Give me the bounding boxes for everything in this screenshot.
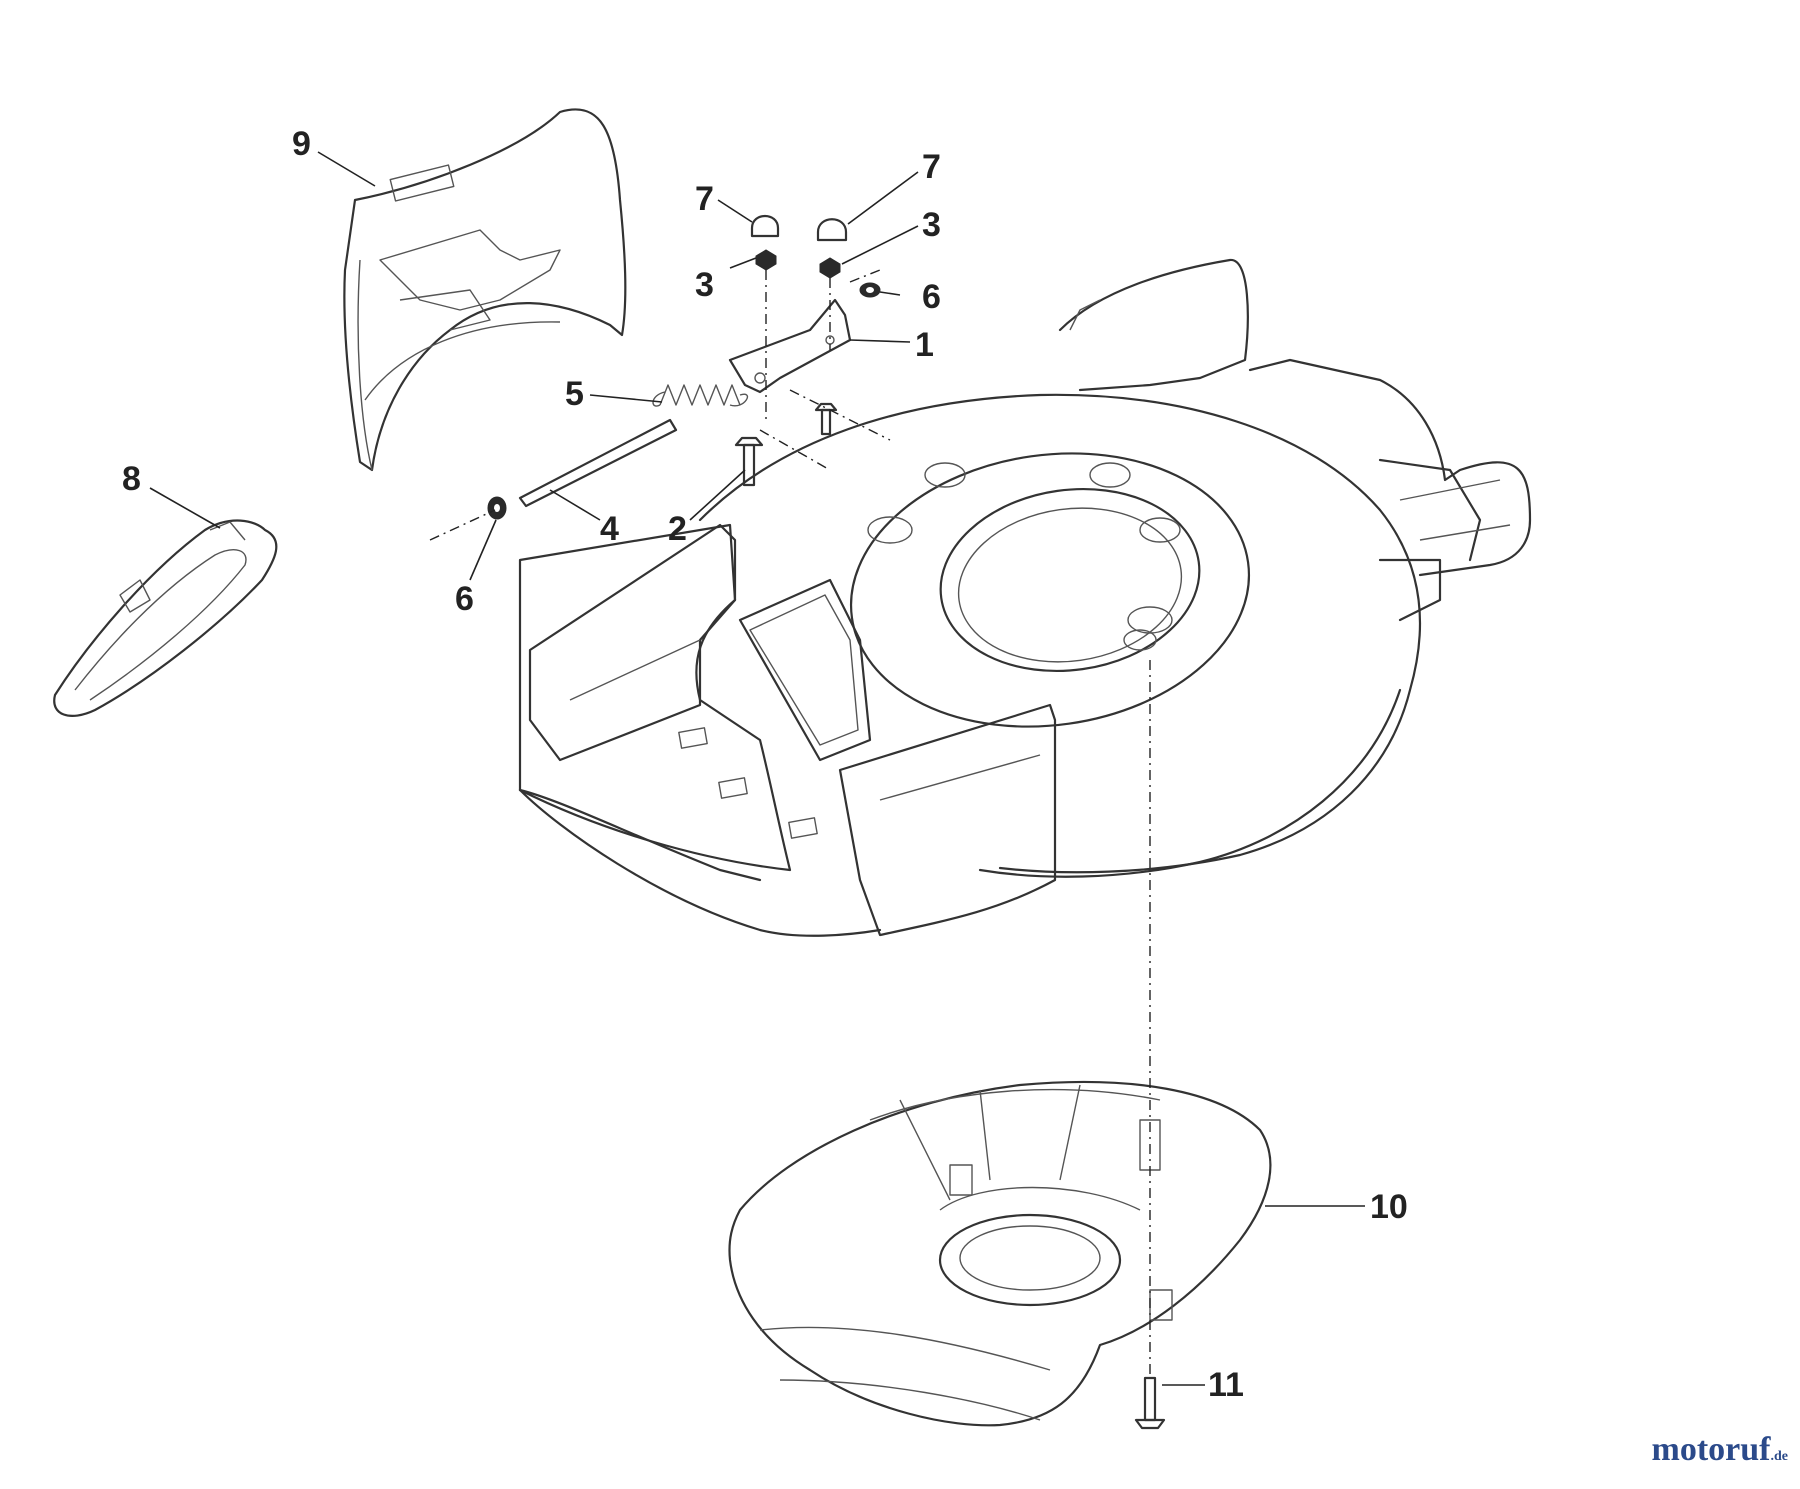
callout-7-left: 7 — [695, 180, 714, 218]
part-rod — [518, 418, 678, 508]
callout-3-left: 3 — [695, 266, 714, 304]
callout-10: 10 — [1370, 1188, 1408, 1226]
callout-1: 1 — [915, 326, 934, 364]
callout-7-right: 7 — [922, 148, 941, 186]
part-nut-left — [755, 249, 777, 271]
part-nut-right — [819, 257, 841, 279]
part-bolt-baffle — [1134, 1376, 1166, 1430]
part-mower-deck — [518, 258, 1532, 937]
watermark-main: motoruf — [1651, 1431, 1771, 1468]
callout-8: 8 — [122, 460, 141, 498]
part-cap-nut-right — [816, 218, 848, 242]
callout-5: 5 — [565, 375, 584, 413]
part-cap-nut-left — [750, 214, 780, 238]
callouts: 9 7 7 3 3 6 1 5 8 4 2 6 10 11 — [122, 125, 1408, 1404]
part-lever-bracket — [728, 298, 852, 394]
callout-6-top: 6 — [922, 278, 941, 316]
part-handle-grip — [53, 519, 278, 717]
callout-9: 9 — [292, 125, 311, 163]
part-spring — [652, 384, 749, 407]
part-bolt-small — [814, 402, 838, 436]
part-washer-top — [859, 282, 881, 298]
watermark-tld: .de — [1770, 1449, 1789, 1464]
callout-11: 11 — [1208, 1366, 1244, 1404]
brand-watermark: motoruf.de — [1652, 1431, 1788, 1469]
part-rear-cover — [343, 108, 627, 472]
part-baffle-plate — [728, 1080, 1272, 1427]
part-washer-left — [487, 496, 507, 520]
part-bolt-deck — [734, 436, 764, 487]
callout-6-left: 6 — [455, 580, 474, 618]
leader-lines — [149, 151, 1365, 1386]
callout-3-right: 3 — [922, 206, 941, 244]
callout-2: 2 — [668, 510, 687, 548]
assembly-lines — [429, 269, 1151, 1375]
callout-4: 4 — [600, 510, 619, 548]
